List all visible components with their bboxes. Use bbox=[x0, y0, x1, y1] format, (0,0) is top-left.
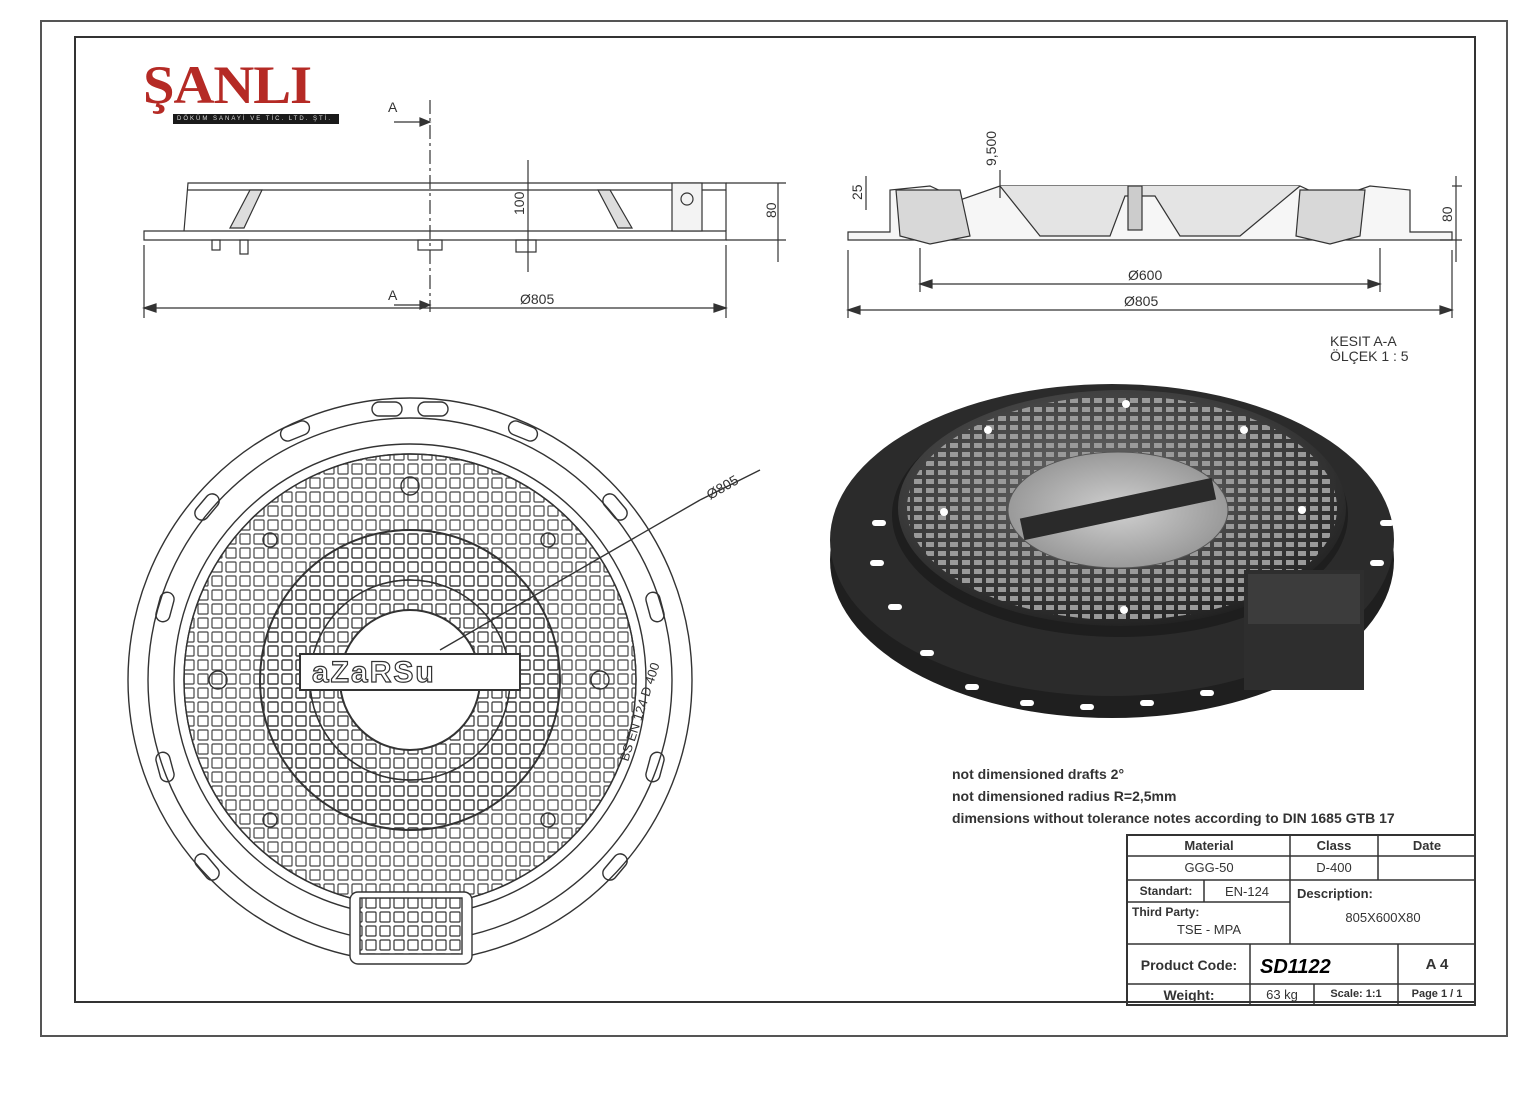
section-marker-bottom: A bbox=[388, 287, 398, 303]
section-dim-25: 25 bbox=[849, 184, 865, 200]
plan-view bbox=[127, 397, 761, 965]
general-notes: not dimensioned drafts 2° not dimensione… bbox=[952, 763, 1395, 829]
iso-render bbox=[830, 384, 1394, 718]
tb-page: Page 1 / 1 bbox=[1411, 988, 1463, 1000]
side-view bbox=[142, 100, 786, 318]
tb-standard-value: EN-124 bbox=[1224, 884, 1270, 899]
plan-brand-text: aZaRSu bbox=[312, 656, 436, 689]
tb-standard-label: Standart: bbox=[1139, 884, 1193, 898]
section-view bbox=[846, 170, 1462, 318]
plan-dim-805: Ø805 bbox=[704, 472, 742, 503]
tb-description-value: 805X600X80 bbox=[1345, 910, 1421, 925]
logo-subtitle: DÖKÜM SANAYİ VE TİC. LTD. ŞTİ. bbox=[173, 114, 339, 124]
side-dim-80: 80 bbox=[763, 202, 779, 218]
plan-rim-slots bbox=[155, 401, 665, 881]
title-block-grid bbox=[1126, 834, 1476, 1006]
logo-wordmark: ŞANLI bbox=[143, 55, 312, 115]
tb-scale: Scale: 1:1 bbox=[1330, 988, 1382, 1000]
tb-third-party-label: Third Party: bbox=[1132, 905, 1200, 919]
section-label-line2: ÖLÇEK 1 : 5 bbox=[1330, 348, 1409, 364]
section-dim-80: 80 bbox=[1439, 206, 1455, 222]
tb-date-label: Date bbox=[1412, 838, 1442, 853]
section-marker-top: A bbox=[388, 99, 398, 115]
drawing-border bbox=[74, 36, 1476, 1003]
note-radius: not dimensioned radius R=2,5mm bbox=[952, 788, 1177, 804]
title-block bbox=[1126, 834, 1476, 1006]
tb-material-value: GGG-50 bbox=[1184, 860, 1234, 875]
section-dim-805: Ø805 bbox=[1124, 293, 1158, 309]
tb-product-code-label: Product Code: bbox=[1140, 957, 1238, 973]
note-drafts: not dimensioned drafts 2° bbox=[952, 766, 1125, 782]
tb-weight-label: Weight: bbox=[1163, 987, 1215, 1003]
section-dim-9500: 9,500 bbox=[983, 131, 999, 166]
tb-material-label: Material bbox=[1184, 838, 1234, 853]
outer-border bbox=[40, 20, 1508, 1037]
tb-product-code-value: SD1122 bbox=[1260, 956, 1331, 978]
tb-description-label: Description: bbox=[1297, 886, 1373, 901]
section-dim-600: Ø600 bbox=[1128, 267, 1162, 283]
note-tolerance: dimensions without tolerance notes accor… bbox=[952, 810, 1395, 826]
section-label: KESIT A-A ÖLÇEK 1 : 5 bbox=[1330, 334, 1409, 364]
tb-weight-value: 63 kg bbox=[1266, 987, 1298, 1002]
tb-class-value: D-400 bbox=[1316, 860, 1352, 875]
company-logo: ŞANLI DÖKÜM SANAYİ VE TİC. LTD. ŞTİ. bbox=[143, 56, 339, 128]
side-dim-805: Ø805 bbox=[520, 291, 554, 307]
tb-sheet-size: A 4 bbox=[1425, 956, 1449, 973]
section-label-line1: KESIT A-A bbox=[1330, 333, 1397, 349]
side-dim-100: 100 bbox=[511, 191, 527, 215]
tb-class-label: Class bbox=[1316, 838, 1352, 853]
tb-third-party-value: TSE - MPA bbox=[1176, 922, 1242, 937]
